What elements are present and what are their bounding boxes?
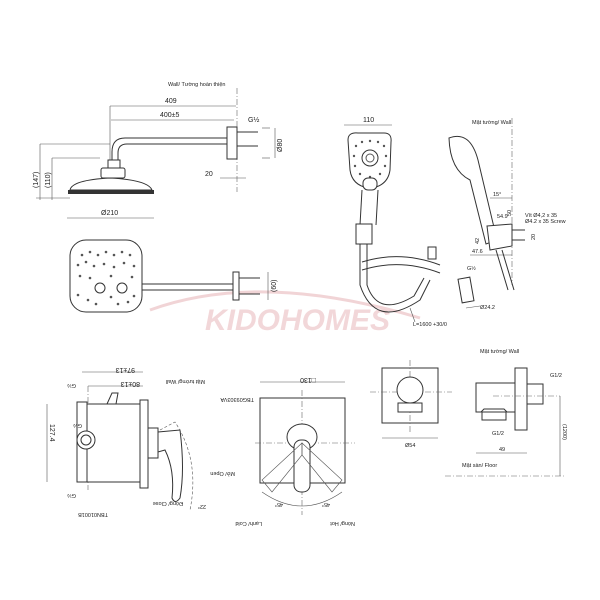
svg-text:Đóng/ Close: Đóng/ Close [153,500,183,506]
svg-text:49: 49 [499,447,505,453]
svg-text:(1200): (1200) [561,424,567,440]
svg-text:45°: 45° [275,501,283,507]
svg-text:Ø24.2: Ø24.2 [480,305,495,311]
svg-text:Mặt tường/ Wall: Mặt tường/ Wall [166,378,205,384]
valve-side-view: 97±13 80±13 Mặt tường/ Wall G½ G½ G½ 127… [46,366,235,517]
svg-text:G½: G½ [467,265,476,272]
svg-text:20: 20 [205,171,213,178]
svg-text:TBN01001B: TBN01001B [78,511,108,517]
svg-text:□130: □130 [300,376,316,383]
svg-text:KIDOHOMES: KIDOHOMES [205,304,390,337]
svg-text:80±13: 80±13 [120,380,140,387]
svg-text:409: 409 [165,98,177,105]
svg-text:Ø54: Ø54 [405,443,415,449]
svg-text:50: 50 [507,210,513,216]
wall-outlet-front-view: Ø54 [370,360,452,449]
watermark: KIDOHOMES [149,290,421,337]
svg-text:Vít Ø4,2 x 35: Vít Ø4,2 x 35 [525,213,557,219]
svg-text:(147): (147) [33,172,40,188]
svg-text:(60): (60) [271,280,278,292]
svg-text:L=1600 +30/0: L=1600 +30/0 [413,322,447,328]
hand-shower-front-view: 110 L=1600 +30/0 [344,117,447,328]
valve-front-view: □130 TBG09303VA 45° 45° Lạnh/ Cold Nóng/… [220,376,355,526]
rain-shower-top-view: (60) [69,239,278,313]
svg-text:Mặt tường/ Wall: Mặt tường/ Wall [480,349,519,355]
hand-shower-side-view: Mặt tường/ Wall 15° 54.9 50 Vít Ø4,2 x 3… [448,118,566,311]
svg-text:110: 110 [363,117,374,124]
svg-text:127.4: 127.4 [48,424,55,442]
svg-text:Mặt sàn/ Floor: Mặt sàn/ Floor [462,463,497,469]
svg-text:G1/2: G1/2 [492,431,504,437]
svg-text:Nóng/ Hot: Nóng/ Hot [330,520,355,526]
svg-text:45°: 45° [322,501,330,507]
svg-text:Ø4.2 x 35 Screw: Ø4.2 x 35 Screw [525,219,566,225]
svg-text:22°: 22° [198,503,206,509]
wall-outlet-side-view: Mặt tường/ Wall G1/2 G1/2 49 (1200) Mặt … [445,349,567,477]
svg-text:Wall/ Tường hoàn thiện: Wall/ Tường hoàn thiện [168,82,225,88]
svg-text:20: 20 [531,234,537,240]
svg-text:G½: G½ [73,422,82,429]
svg-text:TBG09303VA: TBG09303VA [220,396,254,402]
rain-shower-side-view: Wall/ Tường hoàn thiện 409 400±5 G½ Ø80 … [33,82,284,219]
svg-text:G1/2: G1/2 [550,373,562,379]
svg-text:97±13: 97±13 [115,366,135,373]
svg-text:G½: G½ [248,116,259,124]
svg-text:(110): (110) [45,172,52,188]
svg-text:Ø80: Ø80 [277,139,284,152]
svg-text:54.9: 54.9 [497,214,508,220]
svg-text:Mở/ Open: Mở/ Open [210,470,235,477]
svg-text:G½: G½ [67,382,76,389]
svg-text:Mặt tường/ Wall: Mặt tường/ Wall [472,120,511,126]
svg-text:G½: G½ [67,492,76,499]
svg-text:15°: 15° [493,192,501,198]
svg-text:47.6: 47.6 [472,249,483,255]
svg-text:Lạnh/ Cold: Lạnh/ Cold [235,520,262,526]
svg-text:42: 42 [475,238,481,244]
svg-text:400±5: 400±5 [160,112,180,119]
svg-text:Ø210: Ø210 [101,210,118,217]
